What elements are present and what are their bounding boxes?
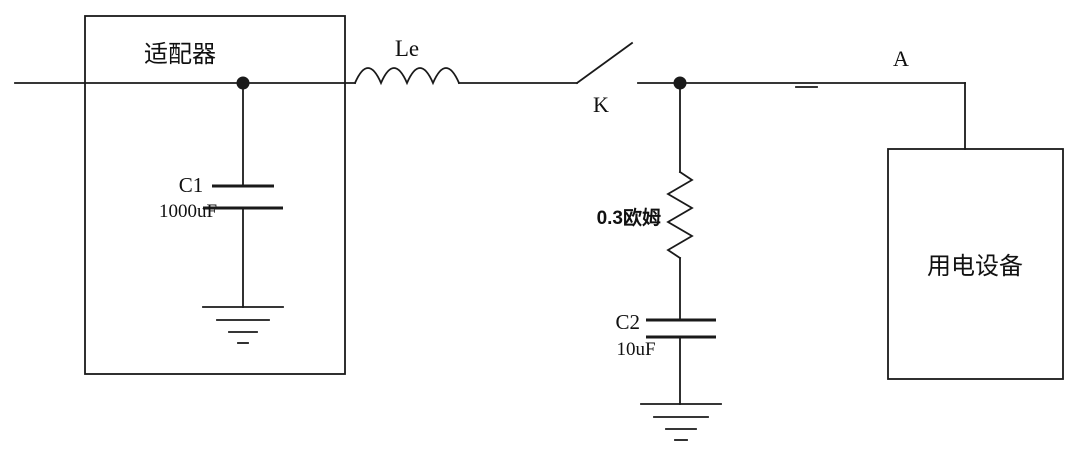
switch-k-blade [575, 41, 634, 85]
adapter-box [84, 15, 346, 375]
capacitor-c2 [646, 318, 716, 339]
load-box [887, 148, 1064, 380]
ground-symbol-c2 [640, 403, 722, 441]
c1-name-label: C1 [179, 173, 204, 197]
ground-symbol-c1 [202, 306, 284, 344]
resistor-value-label: 0.3欧姆 [597, 206, 661, 229]
resistor-zigzag [666, 170, 694, 260]
load-label: 用电设备 [927, 253, 1023, 280]
adapter-label: 适配器 [144, 41, 216, 68]
node-a-label: A [893, 46, 909, 71]
switch-label: K [593, 92, 609, 117]
c1-value-label: 1000uF [159, 201, 217, 222]
c2-value-label: 10uF [616, 339, 655, 360]
inductor-label: Le [395, 36, 419, 61]
c2-name-label: C2 [615, 310, 640, 334]
inductor-le-coil [353, 67, 461, 86]
